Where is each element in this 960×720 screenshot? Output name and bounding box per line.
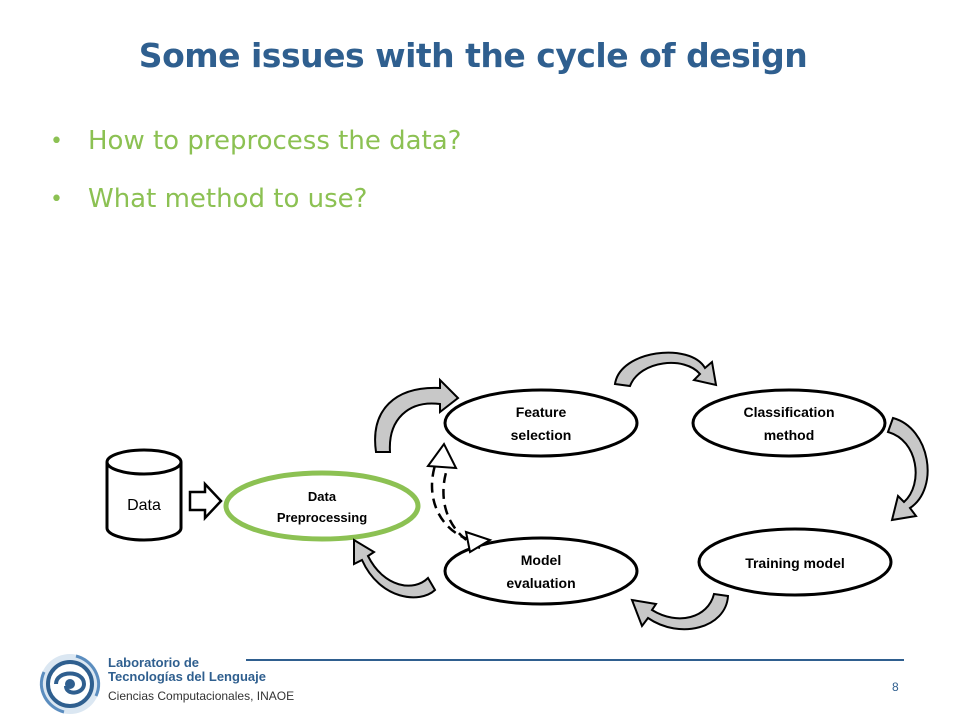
preprocessing-label-line2: Preprocessing: [277, 510, 367, 525]
lab-name-line2: Tecnologías del Lenguaje: [108, 669, 266, 684]
bullet-dot-icon: •: [50, 186, 63, 212]
training-model-node: Training model: [697, 527, 893, 597]
feature-selection-line2: selection: [511, 427, 572, 443]
curved-arrow-training-to-evaluation: [630, 592, 730, 631]
lab-name: Laboratorio de Tecnologías del Lenguaje: [108, 656, 266, 684]
bullet-text: What method to use?: [88, 184, 368, 214]
curved-arrow-classification-to-training: [886, 416, 929, 522]
training-model-label: Training model: [745, 555, 845, 571]
curved-arrow-evaluation-to-preprocessing: [353, 538, 437, 599]
classification-method-line1: Classification: [743, 404, 834, 420]
lab-name-line1: Laboratorio de: [108, 655, 200, 670]
institution-label: Ciencias Computacionales, INAOE: [108, 689, 295, 703]
footer-divider: [246, 659, 904, 661]
curved-arrow-feature-to-classification: [613, 351, 718, 388]
preprocessing-label-line1: Data: [308, 489, 337, 504]
bullet-dot-icon: •: [50, 128, 63, 154]
model-evaluation-node: Model evaluation: [443, 536, 639, 606]
model-evaluation-line2: evaluation: [506, 575, 575, 591]
classification-method-node: Classification method: [691, 388, 887, 458]
dashed-feedback-arrow: [426, 442, 493, 554]
feature-selection-line1: Feature: [516, 404, 567, 420]
bullet-item: • What method to use?: [50, 170, 461, 228]
feature-selection-node: Feature selection: [443, 388, 639, 458]
curved-arrow-preprocessing-to-feature: [374, 377, 460, 453]
bullet-list: • How to preprocess the data? • What met…: [50, 112, 461, 228]
bullet-text: How to preprocess the data?: [88, 126, 462, 156]
model-evaluation-line1: Model: [521, 552, 561, 568]
data-cylinder: Data: [105, 448, 183, 542]
slide-title: Some issues with the cycle of design: [138, 36, 808, 75]
lab-logo-icon: [40, 654, 100, 714]
data-label: Data: [127, 497, 161, 514]
preprocessing-node: Data Preprocessing: [223, 470, 421, 542]
classification-method-line2: method: [764, 427, 815, 443]
data-to-preprocessing-arrow: [188, 480, 223, 522]
page-number: 8: [892, 680, 899, 694]
bullet-item: • How to preprocess the data?: [50, 112, 461, 170]
